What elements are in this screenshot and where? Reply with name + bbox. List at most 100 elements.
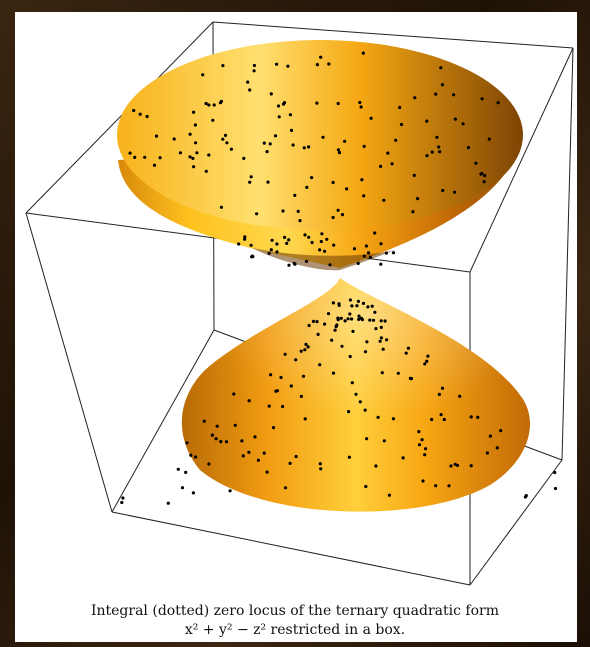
integral-point xyxy=(440,83,445,87)
caption-line-2: x² + y² − z² restricted in a box. xyxy=(184,622,406,638)
integral-point xyxy=(172,137,176,141)
integral-point xyxy=(469,464,473,468)
integral-point xyxy=(319,239,323,244)
integral-point xyxy=(303,417,307,421)
integral-point xyxy=(250,254,254,258)
integral-point xyxy=(145,114,149,119)
integral-point xyxy=(553,470,557,475)
integral-point xyxy=(495,446,499,450)
integral-point xyxy=(282,101,287,105)
integral-point xyxy=(488,434,492,438)
integral-point xyxy=(318,248,322,252)
integral-point xyxy=(378,339,382,343)
integral-point xyxy=(121,496,125,500)
integral-point xyxy=(482,180,486,184)
integral-point xyxy=(326,312,331,316)
integral-point xyxy=(469,415,473,419)
integral-point xyxy=(195,151,199,155)
integral-point xyxy=(379,325,383,329)
integral-point xyxy=(138,112,142,116)
integral-point xyxy=(319,55,323,59)
integral-point xyxy=(376,415,380,419)
integral-point xyxy=(374,464,378,468)
integral-point xyxy=(242,156,246,160)
integral-point xyxy=(425,154,429,158)
integral-point xyxy=(453,190,457,194)
integral-point xyxy=(442,417,446,422)
integral-point xyxy=(358,100,362,105)
integral-point xyxy=(289,384,293,388)
integral-point xyxy=(386,151,390,155)
integral-point xyxy=(334,325,338,329)
integral-point xyxy=(331,215,335,220)
integral-point xyxy=(430,417,434,422)
integral-point xyxy=(385,338,389,342)
integral-point xyxy=(369,116,373,120)
integral-point xyxy=(461,122,465,126)
integral-point xyxy=(296,209,300,213)
integral-point xyxy=(188,155,192,159)
integral-point xyxy=(340,344,344,348)
integral-point xyxy=(379,319,383,323)
integral-point xyxy=(336,148,340,152)
integral-point xyxy=(294,454,298,459)
integral-point xyxy=(387,493,391,497)
integral-point xyxy=(307,235,311,239)
integral-point xyxy=(252,63,256,68)
integral-point xyxy=(212,103,216,107)
integral-point xyxy=(381,347,385,351)
integral-point xyxy=(361,301,366,305)
integral-point xyxy=(267,404,271,408)
integral-point xyxy=(270,238,274,242)
integral-point xyxy=(223,133,228,137)
integral-point xyxy=(366,251,371,255)
integral-point xyxy=(438,150,442,154)
integral-point xyxy=(485,451,489,455)
integral-point xyxy=(221,64,225,68)
integral-point xyxy=(356,299,360,303)
integral-point xyxy=(366,305,370,309)
integral-point xyxy=(412,173,416,177)
integral-point xyxy=(224,440,229,444)
integral-point xyxy=(281,404,285,409)
integral-point xyxy=(252,69,256,73)
integral-point xyxy=(241,454,245,458)
integral-point xyxy=(337,151,342,155)
integral-point xyxy=(215,424,219,428)
integral-point xyxy=(248,180,252,184)
integral-point xyxy=(362,144,366,148)
integral-point xyxy=(347,455,351,459)
integral-point xyxy=(287,263,291,267)
integral-point xyxy=(360,178,364,182)
integral-point xyxy=(354,392,358,396)
integral-point xyxy=(361,51,365,55)
integral-point xyxy=(279,375,283,380)
integral-point xyxy=(496,101,500,105)
integral-point xyxy=(299,349,303,353)
integral-point xyxy=(425,119,429,123)
integral-point xyxy=(180,486,185,490)
integral-point xyxy=(425,359,429,363)
integral-point xyxy=(143,155,147,159)
integral-point xyxy=(328,263,332,267)
integral-point xyxy=(487,137,491,141)
integral-point xyxy=(476,415,480,419)
integral-point xyxy=(359,316,363,320)
integral-point xyxy=(265,150,269,154)
integral-point xyxy=(355,304,359,308)
integral-point xyxy=(132,108,136,113)
integral-point xyxy=(330,338,334,342)
integral-point xyxy=(268,142,272,146)
integral-point xyxy=(304,259,309,263)
integral-point xyxy=(262,141,266,145)
integral-point xyxy=(269,373,273,377)
integral-point xyxy=(192,165,196,169)
integral-point xyxy=(453,117,457,121)
integral-point xyxy=(184,470,188,474)
integral-point xyxy=(275,242,279,246)
integral-point xyxy=(275,389,279,393)
integral-point xyxy=(440,386,445,390)
integral-point xyxy=(423,453,427,457)
integral-point xyxy=(480,97,484,101)
